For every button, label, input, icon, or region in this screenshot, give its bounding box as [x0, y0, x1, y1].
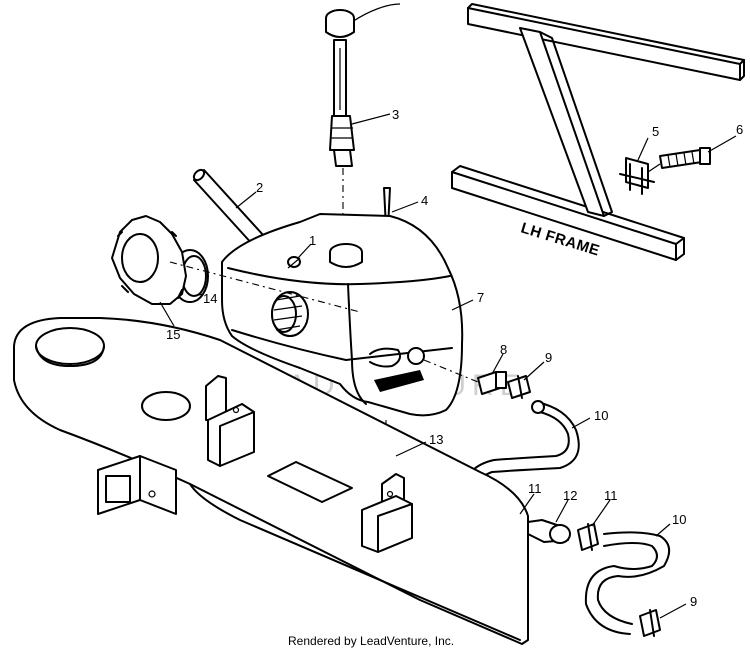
leader-lines [159, 113, 737, 619]
part-5-clip [619, 157, 655, 195]
part-9-clamp-upper [507, 375, 531, 399]
callout-1: 1 [309, 233, 316, 248]
callout-9-lower: 9 [690, 594, 697, 609]
callout-11-right: 11 [604, 488, 618, 503]
callout-8: 8 [500, 342, 507, 357]
credit-text: Rendered by LeadVenture, Inc. [288, 634, 454, 648]
callout-7: 7 [477, 290, 484, 305]
callout-2: 2 [256, 180, 263, 195]
part-3-fuel-sender [325, 3, 401, 240]
callout-4: 4 [421, 193, 428, 208]
callout-11-left: 11 [528, 481, 542, 496]
callout-9-upper: 9 [545, 350, 552, 365]
callout-10-lower: 10 [672, 512, 686, 527]
callout-12: 12 [563, 488, 577, 503]
part-15-fuel-cap [111, 215, 187, 305]
callout-3: 3 [392, 107, 399, 122]
callout-13: 13 [429, 432, 443, 447]
main-frame [13, 317, 529, 645]
part-11-clamp-right [577, 523, 599, 551]
part-1-grommet [287, 256, 301, 269]
callout-numbers: 1 2 3 4 5 6 7 8 9 9 10 10 11 11 12 13 14… [166, 107, 743, 609]
part-9-clamp-lower [639, 609, 661, 637]
part-8-fitting [423, 359, 507, 395]
callout-6: 6 [736, 122, 743, 137]
callout-10-upper: 10 [594, 408, 608, 423]
part-6-bolt [647, 147, 711, 173]
callout-5: 5 [652, 124, 659, 139]
part-7-fuel-tank [221, 213, 464, 417]
part-2-vent-tube [192, 168, 265, 247]
callout-15: 15 [166, 327, 180, 342]
part-12-filter [527, 519, 571, 544]
lh-frame [451, 3, 745, 261]
callout-14: 14 [203, 291, 217, 306]
